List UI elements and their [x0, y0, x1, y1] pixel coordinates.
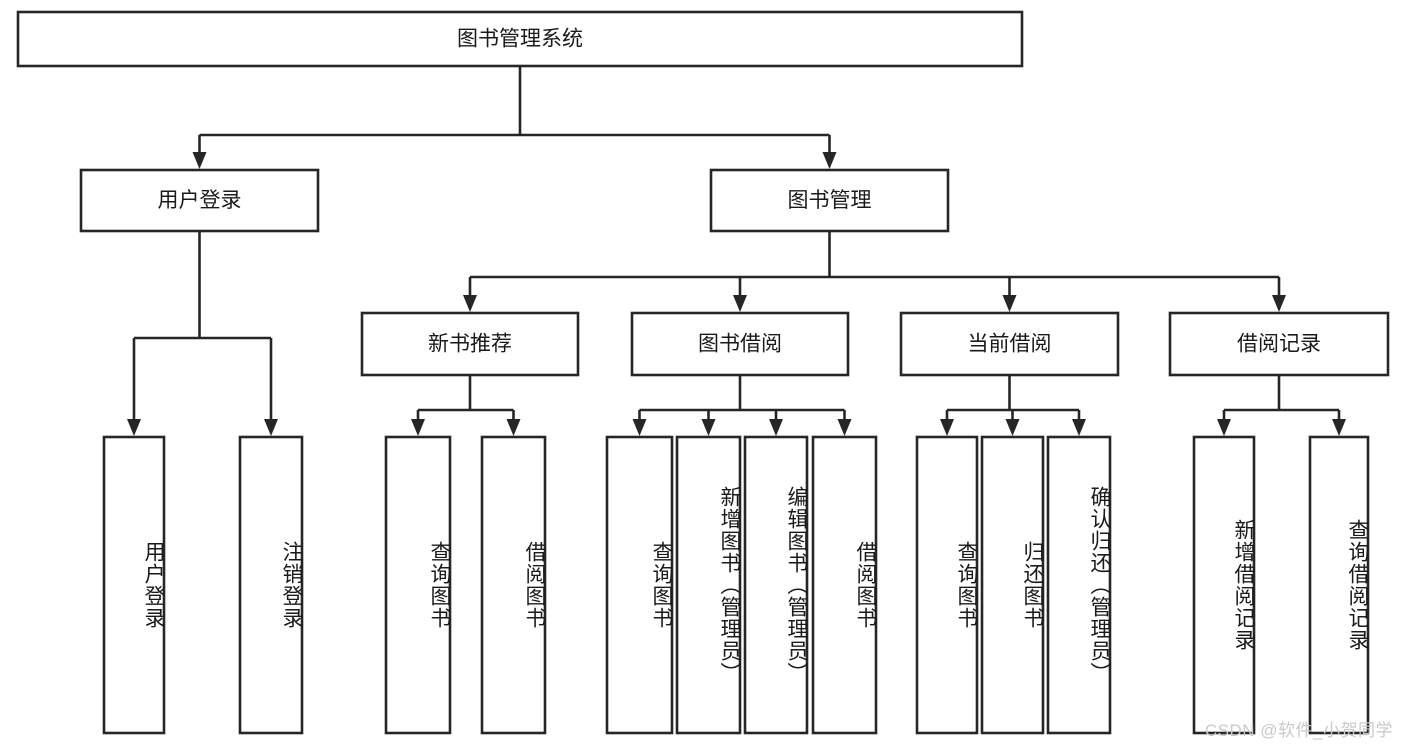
node-box-l2_3[interactable] [1168, 311, 1390, 377]
node-box-leaf_7[interactable] [811, 435, 878, 735]
node-box-root[interactable] [16, 10, 1024, 68]
arrow-head-icon [127, 419, 141, 436]
arrow-head-icon [822, 152, 837, 169]
arrow-head-icon [701, 419, 716, 436]
node-box-leaf_9[interactable] [980, 435, 1045, 735]
edges-layer [127, 66, 1346, 436]
arrow-head-icon [264, 419, 278, 436]
arrow-head-icon [632, 419, 647, 436]
arrow-head-icon [837, 419, 852, 436]
node-box-l2_2[interactable] [899, 311, 1120, 377]
arrow-head-icon [1072, 419, 1086, 436]
node-box-leaf_11[interactable] [1192, 435, 1256, 735]
arrow-head-icon [1217, 419, 1231, 436]
arrow-head-icon [411, 419, 425, 436]
node-box-leaf_10[interactable] [1046, 435, 1112, 735]
node-box-l1_0[interactable] [79, 168, 320, 233]
node-label-l2_2: 当前借阅 [968, 333, 1052, 356]
arrow-head-icon [769, 419, 783, 436]
node-label-root: 图书管理系统 [457, 28, 583, 51]
arrow-head-icon [1005, 419, 1020, 436]
node-box-leaf_3[interactable] [480, 435, 547, 735]
node-box-leaf_5[interactable] [675, 435, 742, 735]
node-box-leaf_2[interactable] [384, 435, 452, 735]
arrow-head-icon [192, 152, 207, 169]
node-box-l2_1[interactable] [630, 311, 850, 377]
arrow-head-icon [506, 419, 521, 436]
arrow-head-icon [940, 419, 954, 436]
node-label-l1_0: 用户登录 [158, 189, 242, 212]
node-box-leaf_1[interactable] [238, 435, 304, 735]
node-label-l2_3: 借阅记录 [1237, 333, 1321, 356]
arrow-head-icon [1002, 295, 1017, 312]
node-label-l2_0: 新书推荐 [428, 333, 512, 356]
node-label-l1_1: 图书管理 [788, 189, 872, 212]
node-box-l1_1[interactable] [709, 168, 950, 233]
arrow-head-icon [1332, 419, 1346, 436]
node-label-l2_1: 图书借阅 [698, 333, 782, 356]
arrow-head-icon [733, 295, 747, 312]
boxes-layer [16, 10, 1390, 735]
arrow-head-icon [1272, 295, 1286, 312]
node-box-leaf_6[interactable] [743, 435, 809, 735]
node-box-l2_0[interactable] [360, 311, 580, 377]
arrow-head-icon [463, 295, 477, 312]
node-box-leaf_12[interactable] [1308, 435, 1370, 735]
node-box-leaf_8[interactable] [915, 435, 979, 735]
node-box-leaf_0[interactable] [102, 435, 166, 735]
node-box-leaf_4[interactable] [605, 435, 674, 735]
watermark-text: CSDN @软件_小贺同学 [1204, 721, 1393, 740]
